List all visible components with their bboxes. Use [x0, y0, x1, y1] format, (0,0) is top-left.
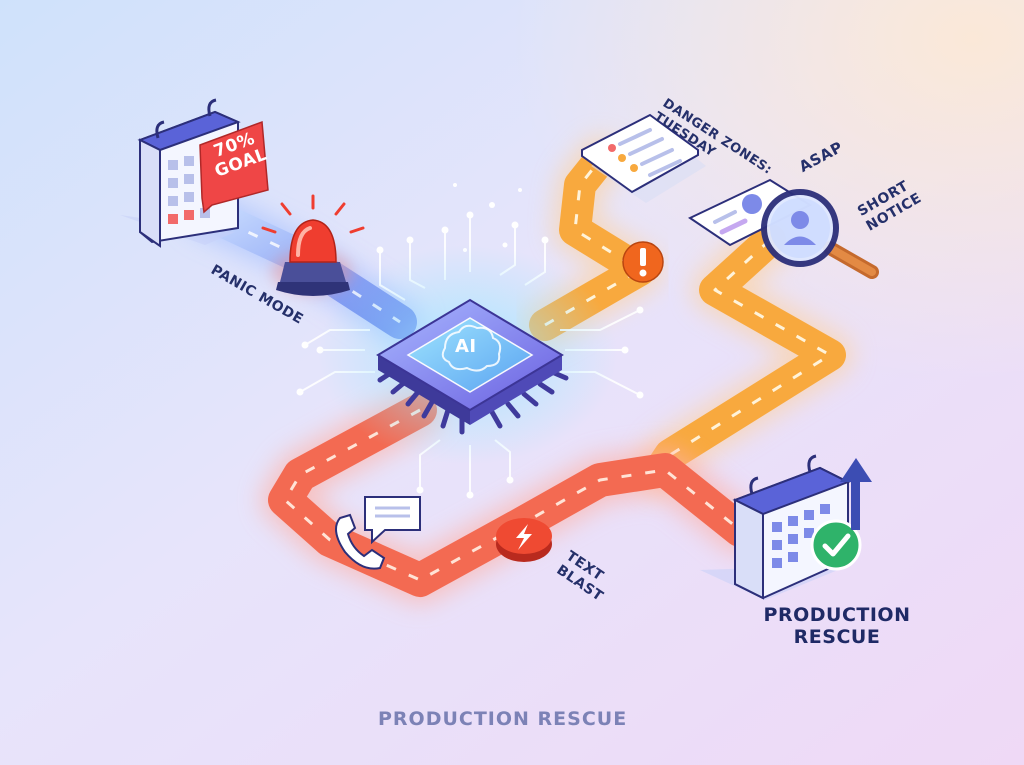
chat-bubble-icon	[364, 496, 421, 545]
magnifier-icon	[761, 189, 879, 279]
calendar-check-icon	[700, 454, 862, 600]
alarm-siren-icon	[261, 194, 365, 296]
phone-icon	[335, 513, 386, 570]
production-rescue-title: PRODUCTION RESCUE	[763, 604, 911, 648]
footer-title: PRODUCTION RESCUE	[378, 708, 628, 730]
ai-chip	[318, 245, 618, 465]
exclamation-warning-icon	[622, 241, 664, 283]
circuit-nodes	[296, 211, 644, 499]
red-path	[261, 386, 764, 604]
up-arrow-icon	[840, 458, 872, 530]
orange-path-upper	[522, 137, 663, 348]
lightning-bolt-icon	[496, 518, 552, 562]
calendar-goal-icon	[120, 98, 269, 248]
ai-chip-label: AI	[455, 336, 477, 357]
checklist-doc-icon	[581, 113, 706, 203]
